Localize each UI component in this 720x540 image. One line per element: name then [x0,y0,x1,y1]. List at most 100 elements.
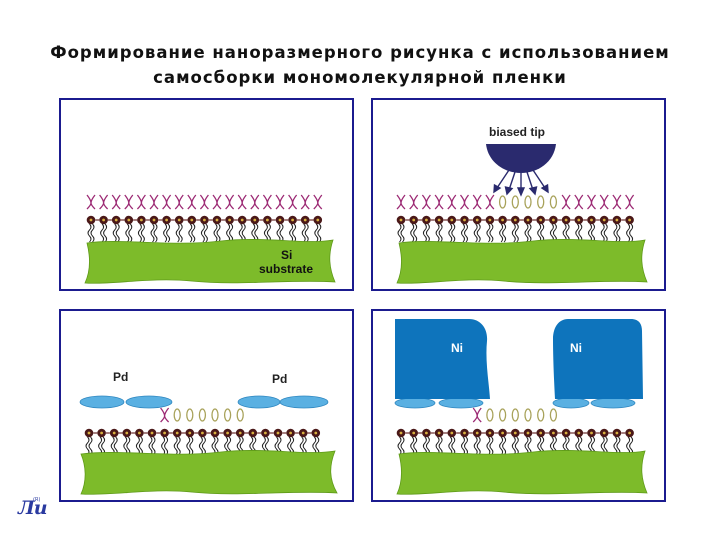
molecule [99,194,112,243]
molecule [162,194,175,243]
molecule [135,428,148,456]
molecule [574,194,588,243]
molecule [549,195,562,243]
molecule [160,407,173,456]
molecule [472,407,486,456]
si-substrate [84,239,336,284]
panel-pd-deposition: Pd Pd [59,309,354,502]
monolayer-row [396,407,634,456]
ni-right-label: Ni [570,341,582,355]
biased-tip-label: biased tip [489,125,546,139]
molecule [136,194,150,243]
molecule [275,194,289,243]
tip-field-arrows [493,169,549,197]
title-line-2: самосборки мономолекулярной пленки [153,68,567,87]
molecule [472,194,486,243]
molecule [298,428,312,456]
monolayer-row [86,194,323,243]
molecule [409,194,423,243]
molecule [250,194,264,243]
molecule [409,428,423,456]
molecule [447,194,461,243]
molecule [109,428,123,456]
molecule [210,408,224,456]
molecule [237,194,251,243]
panel-3-drawing [79,395,338,495]
molecule [586,194,600,243]
molecule [187,194,201,243]
molecule [235,408,249,456]
molecule [212,194,226,243]
molecule [286,428,299,456]
pd-particles-right [237,395,329,409]
molecule [612,428,626,456]
title-line-1: Формирование наноразмерного рисунка с ис… [50,43,670,62]
ni-block-left [395,319,490,399]
molecule [147,428,161,456]
molecule [262,194,276,243]
molecule [561,194,575,243]
si-substrate [80,450,338,495]
molecule [549,408,562,456]
molecule [172,408,186,456]
pd-particles [394,397,636,409]
molecule [124,194,138,243]
pd-right-label: Pd [272,372,288,386]
molecule [223,408,236,456]
logo-registered-mark: (R) [33,497,41,503]
molecule [536,195,550,243]
molecule [86,194,100,243]
molecule [511,195,524,243]
ni-left-label: Ni [451,341,463,355]
molecule [599,194,613,243]
molecule [396,194,410,243]
logo-mark: Ли [18,497,48,519]
molecule [300,194,314,243]
molecule [97,428,110,456]
molecule [84,428,98,456]
molecule [396,428,410,456]
molecule [612,194,626,243]
molecule [198,408,211,456]
molecule [421,194,435,243]
si-substrate [396,450,648,495]
molecule [625,428,634,456]
molecule [434,428,448,456]
ni-block-right [553,319,643,399]
molecule [313,194,323,243]
molecule [185,408,199,456]
molecule [311,428,321,456]
molecule [225,194,238,243]
molecule [498,195,511,243]
molecule [460,428,473,456]
biased-tip [486,144,556,173]
molecule [288,194,301,243]
panel-ni-growth: Ni Ni [371,309,666,502]
pd-left-label: Pd [113,370,129,384]
molecule [536,408,550,456]
molecule [122,428,136,456]
slide-title: Формирование наноразмерного рисунка с ис… [0,40,720,90]
molecule [498,408,511,456]
molecule [485,194,499,243]
substrate-label: substrate [259,262,314,276]
monolayer-row [84,407,321,456]
panel-4-drawing [394,319,648,495]
molecule [149,194,163,243]
institute-logo: Ли (R) [18,497,48,523]
monolayer-row [396,194,635,243]
panel-1-drawing [84,194,336,284]
panel-2-drawing [396,144,648,284]
panel-biased-tip: biased tip [371,98,666,291]
molecule [111,194,125,243]
molecule [625,194,635,243]
molecule [174,194,188,243]
molecule [447,428,461,456]
molecule [599,428,613,456]
molecule [523,408,537,456]
panel-sam-on-substrate: Si substrate [59,98,354,291]
molecule [523,195,537,243]
si-substrate [396,239,648,284]
molecule [434,194,448,243]
molecule [422,428,435,456]
